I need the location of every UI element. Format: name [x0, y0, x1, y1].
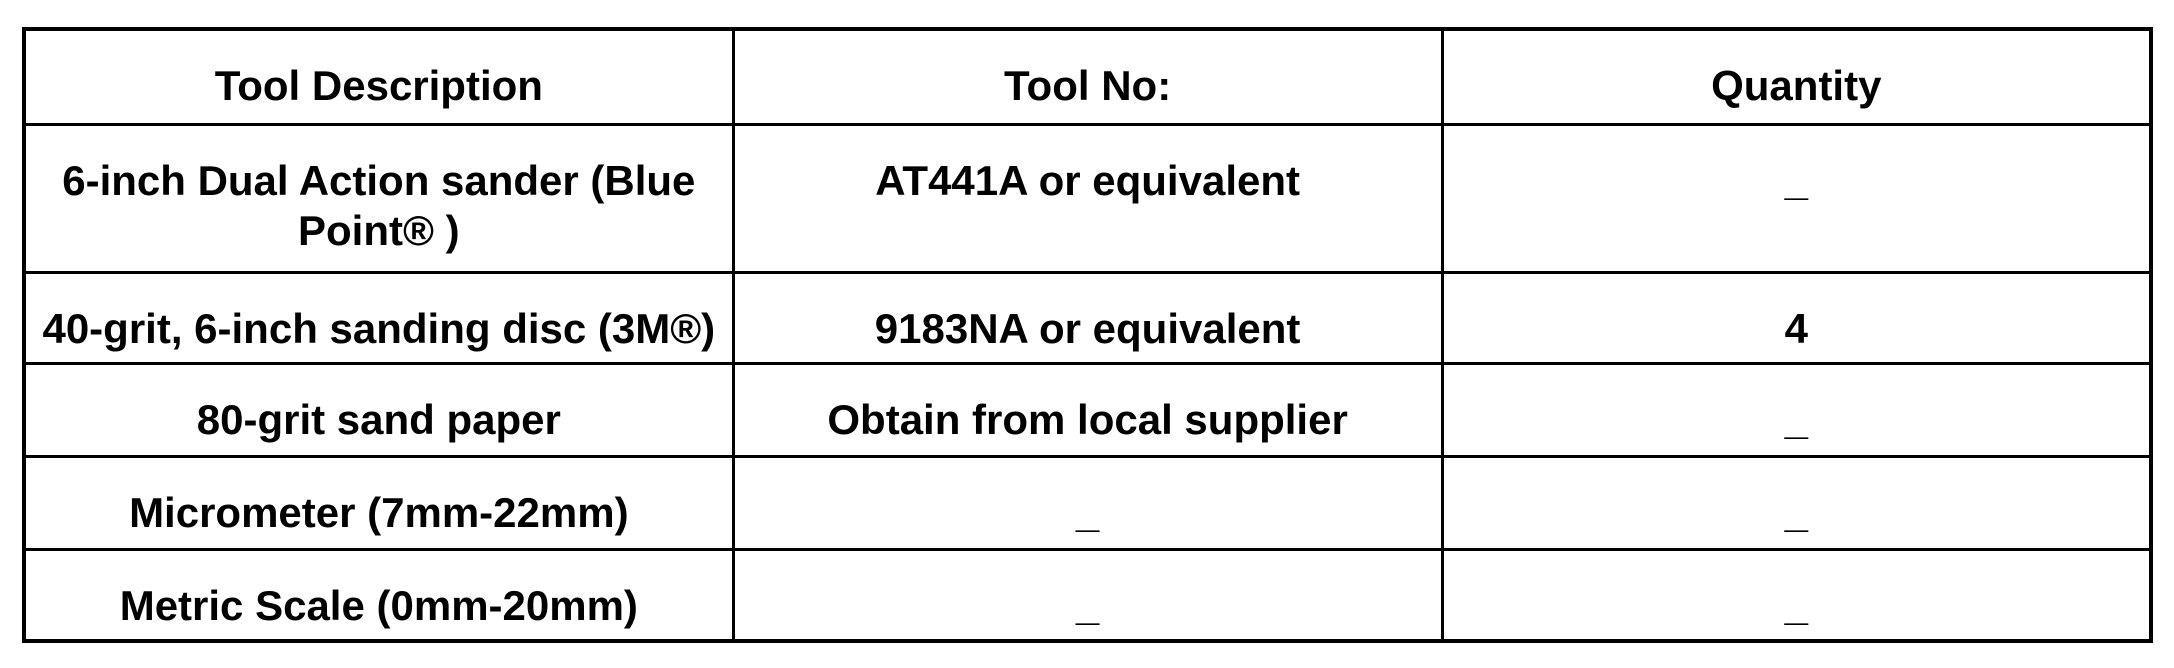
table-row-sand-paper: 80-grit sand paper Obtain from local sup…: [22, 361, 2153, 458]
cell-r5-tool-no: _: [731, 547, 1444, 643]
tools-table: Tool Description Tool No: Quantity 6-inc…: [22, 27, 2153, 643]
cell-r3-description: 80-grit sand paper: [22, 361, 735, 458]
cell-r5-description: Metric Scale (0mm-20mm): [22, 547, 735, 643]
header-tool-description: Tool Description: [22, 27, 735, 126]
cell-r3-tool-no: Obtain from local supplier: [731, 361, 1444, 458]
cell-r3-quantity: _: [1440, 361, 2153, 458]
cell-r2-quantity: 4: [1440, 270, 2153, 365]
header-tool-no: Tool No:: [731, 27, 1444, 126]
table-row-sanding-disc: 40-grit, 6-inch sanding disc (3M®) 9183N…: [22, 270, 2153, 365]
cell-r5-quantity: _: [1440, 547, 2153, 643]
cell-r4-quantity: _: [1440, 454, 2153, 551]
cell-r1-tool-no: AT441A or equivalent: [731, 122, 1444, 274]
table-row-micrometer: Micrometer (7mm-22mm) _ _: [22, 454, 2153, 551]
cell-r4-tool-no: _: [731, 454, 1444, 551]
table-row-metric-scale: Metric Scale (0mm-20mm) _ _: [22, 547, 2153, 643]
cell-r1-quantity: _: [1440, 122, 2153, 274]
table-row-sander: 6-inch Dual Action sander (Blue Point® )…: [22, 122, 2153, 274]
cell-r2-tool-no: 9183NA or equivalent: [731, 270, 1444, 365]
cell-r4-description: Micrometer (7mm-22mm): [22, 454, 735, 551]
header-quantity: Quantity: [1440, 27, 2153, 126]
cell-r1-description: 6-inch Dual Action sander (Blue Point® ): [22, 122, 735, 274]
cell-r2-description: 40-grit, 6-inch sanding disc (3M®): [22, 270, 735, 365]
header-row: Tool Description Tool No: Quantity: [22, 27, 2153, 126]
